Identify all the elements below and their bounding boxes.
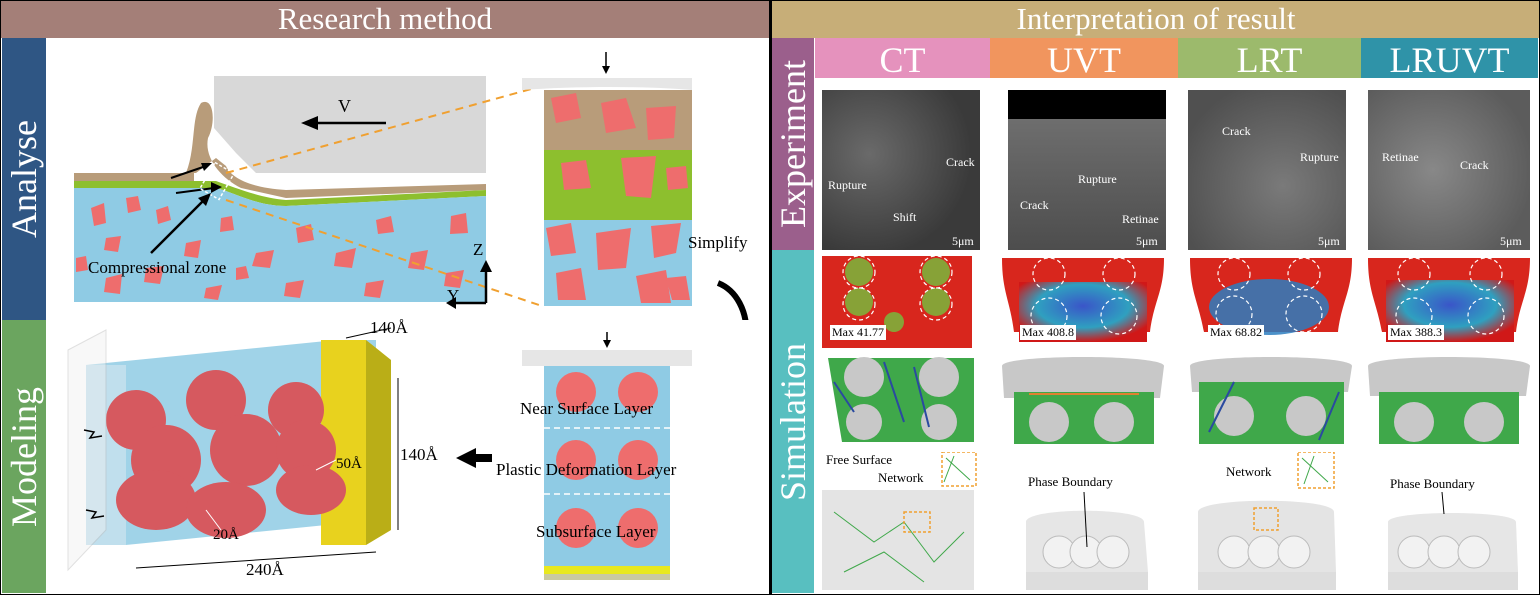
phase-boundary-uvt: Phase Boundary — [1028, 474, 1113, 489]
max-lrt: Max 68.82 — [1208, 325, 1264, 340]
stress-maps — [822, 255, 1530, 348]
lruvt-scale: 5μm — [1500, 234, 1522, 248]
model-spheres — [106, 370, 346, 538]
modeling-bar: Modeling — [2, 320, 46, 593]
md-model — [67, 327, 692, 580]
axis-z-label: Z — [473, 240, 484, 259]
ct-shift: Shift — [893, 210, 917, 224]
analyse-bar: Analyse — [2, 38, 46, 320]
network-label-lrt: Network — [1226, 464, 1272, 479]
dim-right: 140Å — [400, 445, 438, 464]
network-label-ct: Network — [878, 470, 924, 485]
uvt-rupture: Rupture — [1078, 172, 1117, 186]
uvt-scale: 5μm — [1136, 234, 1158, 248]
lruvt-retinae: Retinae — [1382, 150, 1419, 164]
subsurface-label: Subsurface Layer — [536, 522, 656, 541]
col-uvt: UVT — [990, 38, 1178, 80]
phase-boundary-lruvt: Phase Boundary — [1390, 476, 1475, 491]
free-surface-label: Free Surface — [826, 452, 893, 467]
cutting-diagram — [74, 52, 749, 320]
substrate — [74, 188, 486, 302]
ct-rupture: Rupture — [828, 178, 867, 192]
chip — [74, 101, 486, 198]
research-method-header: Research method — [0, 0, 770, 38]
cutting-tool — [214, 76, 486, 173]
dim-top: 140Å — [370, 318, 408, 337]
interpretation-header: Interpretation of result — [772, 0, 1540, 38]
max-lruvt: Max 388.3 — [1388, 325, 1444, 340]
uvt-crack: Crack — [1020, 198, 1049, 212]
lruvt-crack: Crack — [1460, 158, 1489, 172]
near-surface-label: Near Surface Layer — [520, 399, 654, 418]
ct-crack: Crack — [946, 155, 975, 169]
sem-uvt — [1008, 90, 1166, 250]
lrt-crack: Crack — [1222, 124, 1251, 138]
simulation-bar: Simulation — [772, 250, 814, 593]
lrt-rupture: Rupture — [1300, 150, 1339, 164]
axis-y-label: Y — [447, 286, 460, 305]
plastic-deformation-label: Plastic Deformation Layer — [496, 460, 677, 479]
experiment-bar: Experiment — [772, 38, 814, 250]
uvt-retinae: Retinae — [1122, 212, 1159, 226]
sem-lrt — [1188, 90, 1346, 250]
col-ct: CT — [815, 38, 990, 80]
particles — [76, 196, 468, 300]
structure-maps — [828, 357, 1530, 444]
lrt-scale: 5μm — [1318, 234, 1340, 248]
simplify-label: Simplify — [688, 233, 748, 252]
col-lruvt: LRUVT — [1361, 38, 1538, 80]
dim-particle: 50Å — [336, 456, 362, 472]
center-divider — [769, 0, 772, 595]
dim-gap: 20Å — [213, 527, 239, 543]
sem-ct — [822, 90, 980, 250]
col-lrt: LRT — [1178, 38, 1361, 80]
dim-bottom: 240Å — [246, 560, 284, 579]
v-label: V — [338, 96, 351, 116]
compressional-zone-label: Compressional zone — [88, 258, 227, 277]
ct-scale: 5μm — [952, 234, 974, 248]
sem-lruvt — [1368, 90, 1530, 250]
max-uvt: Max 408.8 — [1020, 325, 1076, 340]
surface-maps — [822, 452, 1518, 590]
max-ct: Max 41.77 — [830, 325, 886, 340]
